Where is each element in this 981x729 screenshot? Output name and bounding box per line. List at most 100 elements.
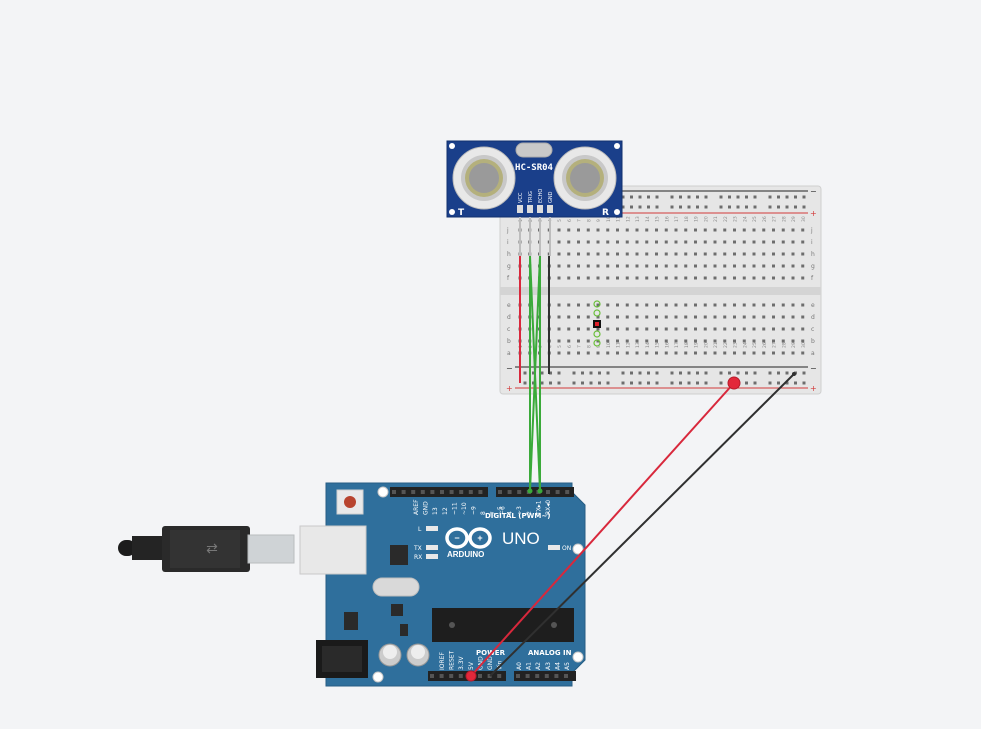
breadboard-hole[interactable] <box>645 351 649 355</box>
breadboard-hole[interactable] <box>577 303 580 307</box>
breadboard-hole[interactable] <box>616 276 619 280</box>
breadboard-hole[interactable] <box>772 252 775 256</box>
rail-hole[interactable] <box>753 371 757 375</box>
rail-hole[interactable] <box>687 205 691 209</box>
header-pin[interactable] <box>430 674 434 678</box>
breadboard-hole[interactable] <box>616 315 619 319</box>
rail-hole[interactable] <box>630 205 633 209</box>
rail-hole[interactable] <box>785 381 789 385</box>
header-pin[interactable] <box>564 674 568 678</box>
header-pin[interactable] <box>516 674 520 678</box>
breadboard-hole[interactable] <box>606 228 610 232</box>
breadboard-hole[interactable] <box>703 315 707 319</box>
breadboard-hole[interactable] <box>752 327 756 331</box>
breadboard-hole[interactable] <box>625 276 629 280</box>
breadboard-hole[interactable] <box>781 276 785 280</box>
breadboard-hole[interactable] <box>645 339 649 343</box>
rail-hole[interactable] <box>768 195 772 199</box>
breadboard-hole[interactable] <box>567 228 571 232</box>
breadboard-hole[interactable] <box>713 252 717 256</box>
breadboard-hole[interactable] <box>606 252 610 256</box>
rail-hole[interactable] <box>802 381 806 385</box>
rail-hole[interactable] <box>638 381 642 385</box>
header-pin[interactable] <box>411 490 416 494</box>
breadboard-hole[interactable] <box>703 339 707 343</box>
rail-hole[interactable] <box>589 381 593 385</box>
breadboard-hole[interactable] <box>772 240 775 244</box>
breadboard-hole[interactable] <box>557 315 561 319</box>
breadboard-hole[interactable] <box>664 240 668 244</box>
breadboard-hole[interactable] <box>645 315 649 319</box>
breadboard-hole[interactable] <box>733 303 736 307</box>
breadboard-hole[interactable] <box>742 252 746 256</box>
header-pin[interactable] <box>555 490 560 494</box>
breadboard-hole[interactable] <box>684 240 688 244</box>
breadboard-hole[interactable] <box>733 240 736 244</box>
breadboard-hole[interactable] <box>723 315 727 319</box>
breadboard-hole[interactable] <box>762 315 766 319</box>
breadboard-hole[interactable] <box>772 327 775 331</box>
breadboard-hole[interactable] <box>791 240 795 244</box>
breadboard-hole[interactable] <box>742 228 746 232</box>
breadboard-hole[interactable] <box>781 327 785 331</box>
breadboard-hole[interactable] <box>567 351 571 355</box>
rail-hole[interactable] <box>728 371 731 375</box>
breadboard-hole[interactable] <box>713 351 717 355</box>
breadboard-hole[interactable] <box>801 228 805 232</box>
header-pin[interactable] <box>440 490 444 494</box>
breadboard-hole[interactable] <box>596 228 600 232</box>
breadboard-hole[interactable] <box>791 228 795 232</box>
header-pin[interactable] <box>459 490 464 494</box>
breadboard-hole[interactable] <box>664 276 668 280</box>
rail-hole[interactable] <box>777 195 780 199</box>
breadboard-hole[interactable] <box>742 276 746 280</box>
breadboard-hole[interactable] <box>801 264 805 268</box>
breadboard-hole[interactable] <box>664 252 668 256</box>
breadboard-hole[interactable] <box>752 315 756 319</box>
breadboard-hole[interactable] <box>674 327 678 331</box>
rail-hole[interactable] <box>572 371 576 375</box>
breadboard-hole[interactable] <box>713 339 717 343</box>
breadboard-hole[interactable] <box>664 303 668 307</box>
breadboard-hole[interactable] <box>703 351 707 355</box>
rail-hole[interactable] <box>540 381 544 385</box>
breadboard-hole[interactable] <box>606 339 610 343</box>
rail-hole[interactable] <box>696 195 699 199</box>
breadboard-hole[interactable] <box>694 339 697 343</box>
rail-hole[interactable] <box>655 195 659 199</box>
breadboard-hole[interactable] <box>586 315 590 319</box>
rail-hole[interactable] <box>753 381 757 385</box>
breadboard-hole[interactable] <box>625 303 629 307</box>
breadboard-hole[interactable] <box>596 303 600 307</box>
breadboard-hole[interactable] <box>596 240 600 244</box>
rail-hole[interactable] <box>679 205 682 209</box>
breadboard-hole[interactable] <box>606 276 610 280</box>
breadboard-hole[interactable] <box>762 351 766 355</box>
breadboard-hole[interactable] <box>567 252 571 256</box>
breadboard-hole[interactable] <box>684 327 688 331</box>
breadboard-hole[interactable] <box>577 240 580 244</box>
breadboard-hole[interactable] <box>625 315 629 319</box>
breadboard[interactable]: − + − + − + − + j i h g f e d c b a j i … <box>499 185 822 395</box>
rail-hole[interactable] <box>785 195 789 199</box>
breadboard-hole[interactable] <box>791 276 795 280</box>
rail-hole[interactable] <box>655 371 659 375</box>
rail-hole[interactable] <box>638 195 642 199</box>
breadboard-hole[interactable] <box>781 351 785 355</box>
breadboard-hole[interactable] <box>606 315 610 319</box>
rail-hole[interactable] <box>794 195 797 199</box>
breadboard-hole[interactable] <box>684 315 688 319</box>
header-pin[interactable] <box>439 674 444 678</box>
rail-hole[interactable] <box>606 381 610 385</box>
wire-green-crossover[interactable] <box>529 255 541 492</box>
breadboard-hole[interactable] <box>655 276 658 280</box>
breadboard-hole[interactable] <box>694 351 697 355</box>
breadboard-hole[interactable] <box>577 228 580 232</box>
breadboard-hole[interactable] <box>762 264 766 268</box>
breadboard-hole[interactable] <box>713 228 717 232</box>
breadboard-hole[interactable] <box>684 276 688 280</box>
rail-hole[interactable] <box>581 371 584 375</box>
header-pin[interactable] <box>478 674 482 678</box>
breadboard-hole[interactable] <box>733 327 736 331</box>
breadboard-hole[interactable] <box>694 327 697 331</box>
